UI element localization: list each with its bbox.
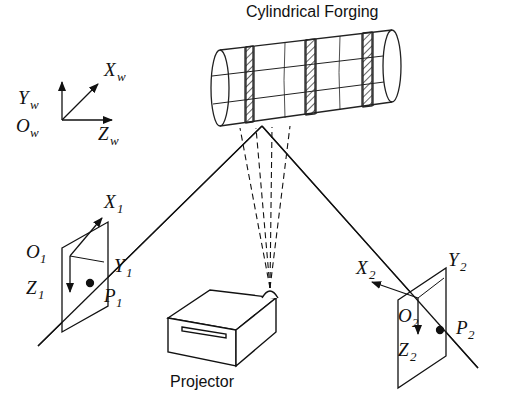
axis-subscript: 2 bbox=[412, 316, 419, 329]
axis-label: Y bbox=[448, 250, 459, 269]
axis-label: O bbox=[26, 242, 40, 261]
axis-subscript: 2 bbox=[410, 350, 417, 363]
axis-subscript: w bbox=[30, 126, 39, 139]
axis-label: P bbox=[456, 318, 468, 337]
axis-subscript: w bbox=[110, 134, 119, 147]
part-label: Projector bbox=[170, 374, 234, 390]
axis-label: X bbox=[104, 192, 116, 211]
axis-label: X bbox=[104, 60, 116, 79]
cylindrical-forging bbox=[211, 30, 401, 126]
axis-subscript: 2 bbox=[369, 268, 376, 281]
axis-label: O bbox=[398, 306, 412, 325]
axis-label: X bbox=[356, 258, 368, 277]
world-axes bbox=[62, 82, 112, 120]
axis-subscript: 2 bbox=[460, 260, 467, 273]
axis-subscript: 2 bbox=[468, 328, 475, 341]
axis-label: Z bbox=[98, 124, 109, 143]
axis-subscript: 1 bbox=[117, 202, 124, 215]
right-image-plane bbox=[262, 126, 478, 388]
axis-subscript: 1 bbox=[126, 266, 133, 279]
axis-subscript: w bbox=[30, 98, 39, 111]
axis-subscript: 1 bbox=[40, 252, 47, 265]
axis-subscript: 1 bbox=[116, 296, 123, 309]
axis-label: Z bbox=[26, 278, 37, 297]
title-label: Cylindrical Forging bbox=[246, 4, 379, 20]
axis-subscript: w bbox=[117, 70, 126, 83]
axis-subscript: 1 bbox=[38, 288, 45, 301]
projection-rays bbox=[240, 126, 290, 288]
projector-symbol bbox=[168, 290, 278, 366]
axis-label: P bbox=[104, 286, 116, 305]
axis-label: Z bbox=[398, 340, 409, 359]
axis-label: O bbox=[16, 116, 30, 135]
axis-label: Y bbox=[114, 256, 125, 275]
axis-label: Y bbox=[18, 88, 29, 107]
